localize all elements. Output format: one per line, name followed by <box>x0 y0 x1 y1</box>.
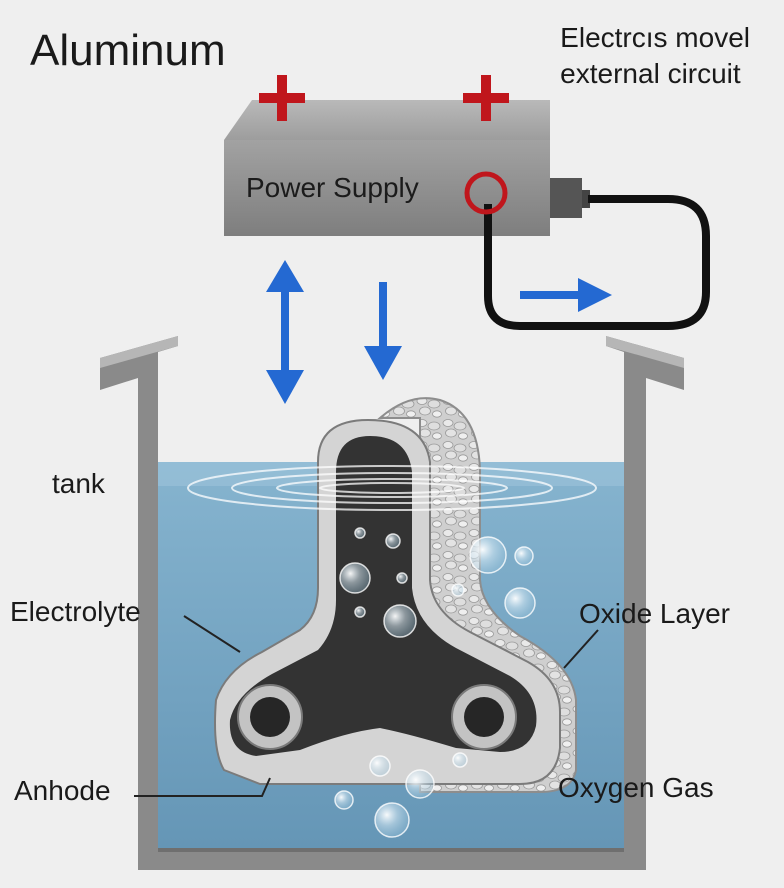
anode-leader <box>134 777 271 797</box>
electrolyte-leader <box>183 615 241 653</box>
plus-sign-left <box>259 75 305 121</box>
terminal-ring <box>464 171 508 215</box>
external-circuit-wire <box>484 195 710 330</box>
anode-label: Anhode <box>14 775 111 806</box>
tank-wall-right <box>606 336 684 848</box>
tank-label: tank <box>52 468 105 499</box>
plus-sign-right <box>463 75 509 121</box>
double-arrow <box>266 260 304 404</box>
power-supply-label: Power Supply <box>246 172 419 203</box>
circuit-note-line2: external circuit <box>560 58 741 89</box>
tank-bottom <box>138 848 646 870</box>
current-direction-arrow <box>520 278 612 312</box>
circuit-note: Electrcıs movel external circuit <box>560 20 750 92</box>
oxygen-gas-label: Oxygen Gas <box>558 772 714 803</box>
power-supply-front <box>224 140 550 236</box>
electrolyte-label: Electrolyte <box>10 596 141 627</box>
surface-ripples <box>187 465 597 511</box>
anode-core <box>229 436 537 756</box>
oxide-leader <box>563 629 599 669</box>
power-supply <box>224 100 590 236</box>
tank-wall-left <box>100 336 178 848</box>
circuit-note-line1: Electrcıs movel <box>560 22 750 53</box>
oxygen-bubbles <box>334 527 536 838</box>
oxide-layer-label: Oxide Layer <box>579 598 730 629</box>
power-supply-top <box>224 100 550 140</box>
down-arrow <box>364 282 402 380</box>
diagram-title: Aluminum <box>30 26 226 75</box>
